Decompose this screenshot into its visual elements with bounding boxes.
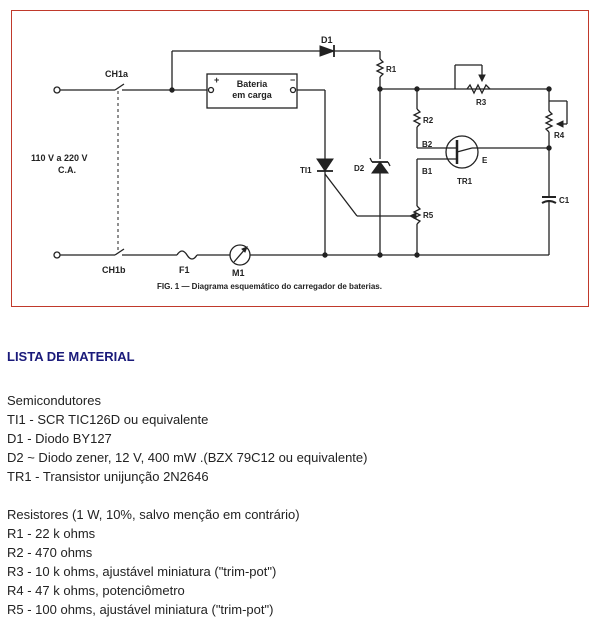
- label-m1: M1: [232, 268, 245, 278]
- meter-m1-arrow: [241, 246, 248, 253]
- section-resistors: Resistores (1 W, 10%, salvo menção em co…: [7, 505, 597, 619]
- r3-wiper-arrow: [478, 74, 486, 83]
- junction-dot: [546, 86, 552, 92]
- label-r3: R3: [476, 98, 487, 107]
- junction-dot: [377, 252, 383, 258]
- resistor-r4: [544, 110, 554, 133]
- junction-dot: [322, 252, 328, 258]
- label-ch1a: CH1a: [105, 69, 129, 79]
- r5-wiper-arrow: [408, 212, 417, 220]
- material-list-title: LISTA DE MATERIAL: [7, 349, 135, 364]
- zener-d2-wing-right: [387, 161, 391, 167]
- transistor-tr1-emitter: [456, 147, 473, 153]
- capacitor-c1-plate-bottom: [541, 200, 557, 204]
- label-tr1: TR1: [457, 177, 473, 186]
- material-list: LISTA DE MATERIAL Semicondutores TI1 - S…: [7, 348, 597, 638]
- section-heading: Resistores (1 W, 10%, salvo menção em co…: [7, 507, 300, 522]
- resistor-r1: [375, 58, 385, 78]
- label-c1: C1: [559, 196, 570, 205]
- label-r4: R4: [554, 131, 565, 140]
- r4-wiper-arrow: [555, 120, 564, 128]
- switch-ch1a-blade: [114, 83, 125, 91]
- label-d1: D1: [321, 35, 333, 45]
- label-battery-minus: −: [290, 75, 295, 85]
- list-item: TR1 - Transistor unijunção 2N2646: [7, 469, 209, 484]
- label-e: E: [482, 156, 488, 165]
- junction-dot: [546, 145, 552, 151]
- label-b2: B2: [422, 140, 433, 149]
- battery-terminal-plus: [207, 86, 215, 94]
- battery-terminal-minus: [289, 86, 297, 94]
- label-r2: R2: [423, 116, 434, 125]
- list-item: R2 - 470 ohms: [7, 545, 93, 560]
- schematic-diagram: CH1a CH1b + − Bateria em carga D1 R1 R3 …: [31, 35, 570, 291]
- transistor-tr1-body: [445, 135, 479, 169]
- list-item: TI1 - SCR TIC126D ou equivalente: [7, 412, 209, 427]
- fuse-f1: [176, 250, 198, 260]
- junction-dot: [414, 86, 420, 92]
- zener-d2-wing-left: [369, 157, 373, 163]
- junction-dot: [377, 86, 383, 92]
- label-b1: B1: [422, 167, 433, 176]
- figure-caption: FIG. 1 — Diagrama esquemático do carrega…: [157, 282, 382, 291]
- label-ch1b: CH1b: [102, 265, 126, 275]
- label-voltage-line2: C.A.: [58, 165, 76, 175]
- label-battery-line1: Bateria: [237, 79, 269, 89]
- list-item: D1 - Diodo BY127: [7, 431, 112, 446]
- list-item: R5 - 100 ohms, ajustável miniatura ("tri…: [7, 602, 274, 617]
- junction-dot: [169, 87, 175, 93]
- switch-ch1b-blade: [114, 248, 125, 256]
- resistor-r5: [412, 205, 422, 225]
- label-voltage-line1: 110 V a 220 V: [31, 153, 88, 163]
- battery-box: [206, 73, 298, 109]
- section-heading: Semicondutores: [7, 393, 101, 408]
- label-battery-plus: +: [214, 75, 219, 85]
- list-item: R3 - 10 k ohms, ajustável miniatura ("tr…: [7, 564, 277, 579]
- list-item: D2 ~ Diodo zener, 12 V, 400 mW .(BZX 79C…: [7, 450, 368, 465]
- list-item: R4 - 47 k ohms, potenciômetro: [7, 583, 185, 598]
- label-battery-line2: em carga: [232, 90, 273, 100]
- section-semiconductors: Semicondutores TI1 - SCR TIC126D ou equi…: [7, 391, 597, 486]
- terminal-input-bottom: [53, 251, 61, 259]
- terminal-input-top: [53, 86, 61, 94]
- schematic-figure: CH1a CH1b + − Bateria em carga D1 R1 R3 …: [11, 10, 589, 307]
- resistor-r2: [412, 108, 422, 128]
- list-item: R1 - 22 k ohms: [7, 526, 96, 541]
- junction-dot: [414, 252, 420, 258]
- label-ti1: TI1: [300, 166, 312, 175]
- scr-ti1: [316, 158, 334, 172]
- resistor-r3: [466, 83, 491, 95]
- label-d2: D2: [354, 164, 365, 173]
- zener-d2: [371, 161, 389, 174]
- diode-d1: [319, 45, 336, 57]
- wire-scr-gate: [324, 173, 358, 217]
- label-r5: R5: [423, 211, 434, 220]
- label-f1: F1: [179, 265, 190, 275]
- label-r1: R1: [386, 65, 397, 74]
